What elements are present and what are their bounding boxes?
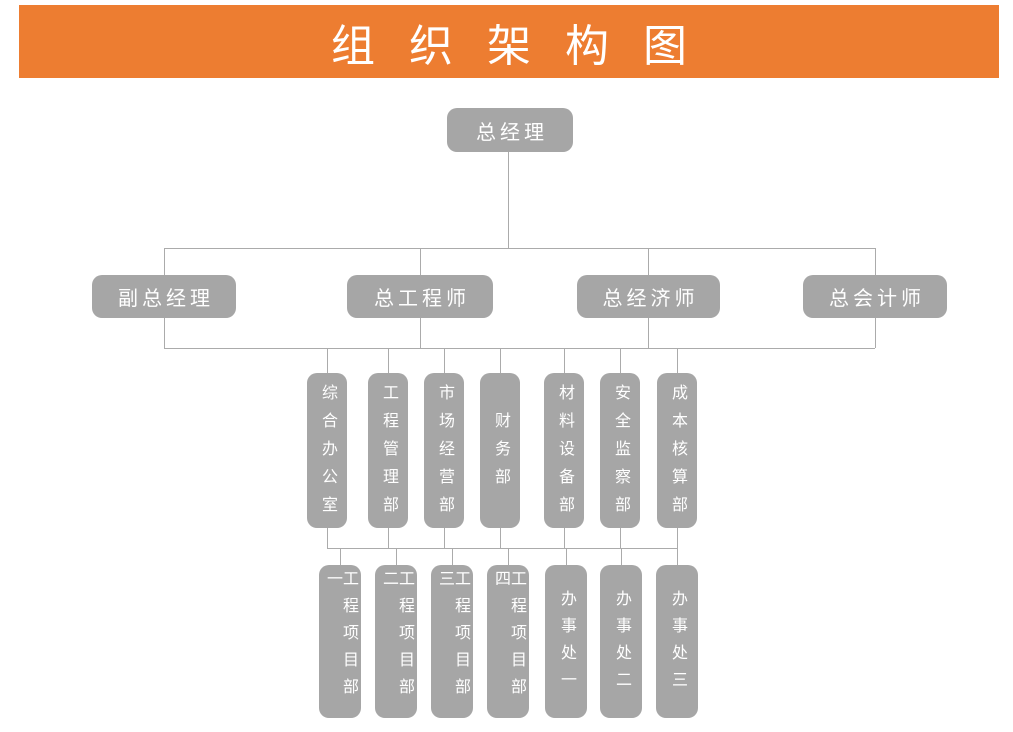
org-node-label: 办事处一: [558, 590, 575, 698]
connector-line: [620, 348, 621, 373]
org-node-finance-dept: 财务部: [480, 373, 520, 528]
org-node-label: 副总经理: [118, 288, 214, 310]
org-node-cost-accounting-dept: 成本核算部: [657, 373, 697, 528]
connector-line: [164, 348, 875, 349]
connector-line: [340, 548, 341, 565]
org-node-project-dept-2: 工程项目部二: [375, 565, 417, 718]
org-node-label: 工程项目部四: [492, 570, 525, 705]
connector-line: [508, 548, 509, 565]
org-node-general-manager: 总经理: [447, 108, 573, 152]
org-node-label: 办事处三: [669, 590, 686, 698]
connector-line: [564, 528, 565, 548]
connector-line: [164, 248, 875, 249]
org-node-label: 安全监察部: [612, 383, 629, 524]
org-node-label: 工程项目部二: [380, 570, 413, 705]
org-node-office-1: 办事处一: [545, 565, 587, 718]
connector-line: [566, 548, 567, 565]
org-node-label: 总经济师: [602, 288, 699, 310]
org-node-label: 总经理: [476, 121, 548, 144]
org-node-materials-equipment-dept: 材料设备部: [544, 373, 584, 528]
connector-line: [327, 548, 677, 549]
title-banner: 组织架构图: [19, 5, 999, 78]
org-node-safety-supervision-dept: 安全监察部: [600, 373, 640, 528]
org-node-engineering-management-dept: 工程管理部: [368, 373, 408, 528]
org-node-general-office: 综合办公室: [307, 373, 347, 528]
org-node-deputy-general-manager: 副总经理: [92, 275, 236, 318]
connector-line: [444, 348, 445, 373]
org-node-chief-engineer: 总工程师: [347, 275, 493, 318]
org-node-label: 材料设备部: [556, 383, 573, 524]
org-node-project-dept-3: 工程项目部三: [431, 565, 473, 718]
org-node-label: 办事处二: [613, 590, 630, 698]
org-node-label: 成本核算部: [669, 383, 686, 524]
connector-line: [564, 348, 565, 373]
org-node-project-dept-4: 工程项目部四: [487, 565, 529, 718]
connector-line: [327, 348, 328, 373]
connector-line: [500, 348, 501, 373]
connector-line: [620, 528, 621, 548]
connector-line: [508, 152, 509, 248]
connector-line: [444, 528, 445, 548]
connector-line: [677, 528, 678, 548]
org-node-office-3: 办事处三: [656, 565, 698, 718]
org-node-label: 工程管理部: [380, 383, 397, 524]
connector-line: [621, 548, 622, 565]
org-node-label: 总工程师: [374, 288, 470, 310]
connector-line: [388, 528, 389, 548]
connector-line: [677, 548, 678, 565]
org-node-chief-accountant: 总会计师: [803, 275, 947, 318]
page-title: 组织架构图: [331, 21, 721, 71]
org-node-label: 工程项目部一: [324, 570, 357, 705]
connector-line: [388, 348, 389, 373]
connector-line: [396, 548, 397, 565]
org-node-label: 总会计师: [829, 288, 925, 310]
org-node-marketing-dept: 市场经营部: [424, 373, 464, 528]
org-node-office-2: 办事处二: [600, 565, 642, 718]
org-node-chief-economist: 总经济师: [577, 275, 720, 318]
connector-line: [452, 548, 453, 565]
org-node-project-dept-1: 工程项目部一: [319, 565, 361, 718]
org-node-label: 综合办公室: [319, 383, 336, 524]
connector-line: [500, 528, 501, 548]
connector-line: [677, 348, 678, 373]
org-node-label: 工程项目部三: [436, 570, 469, 705]
connector-line: [327, 528, 328, 548]
org-node-label: 财务部: [492, 411, 509, 496]
org-node-label: 市场经营部: [436, 383, 453, 524]
